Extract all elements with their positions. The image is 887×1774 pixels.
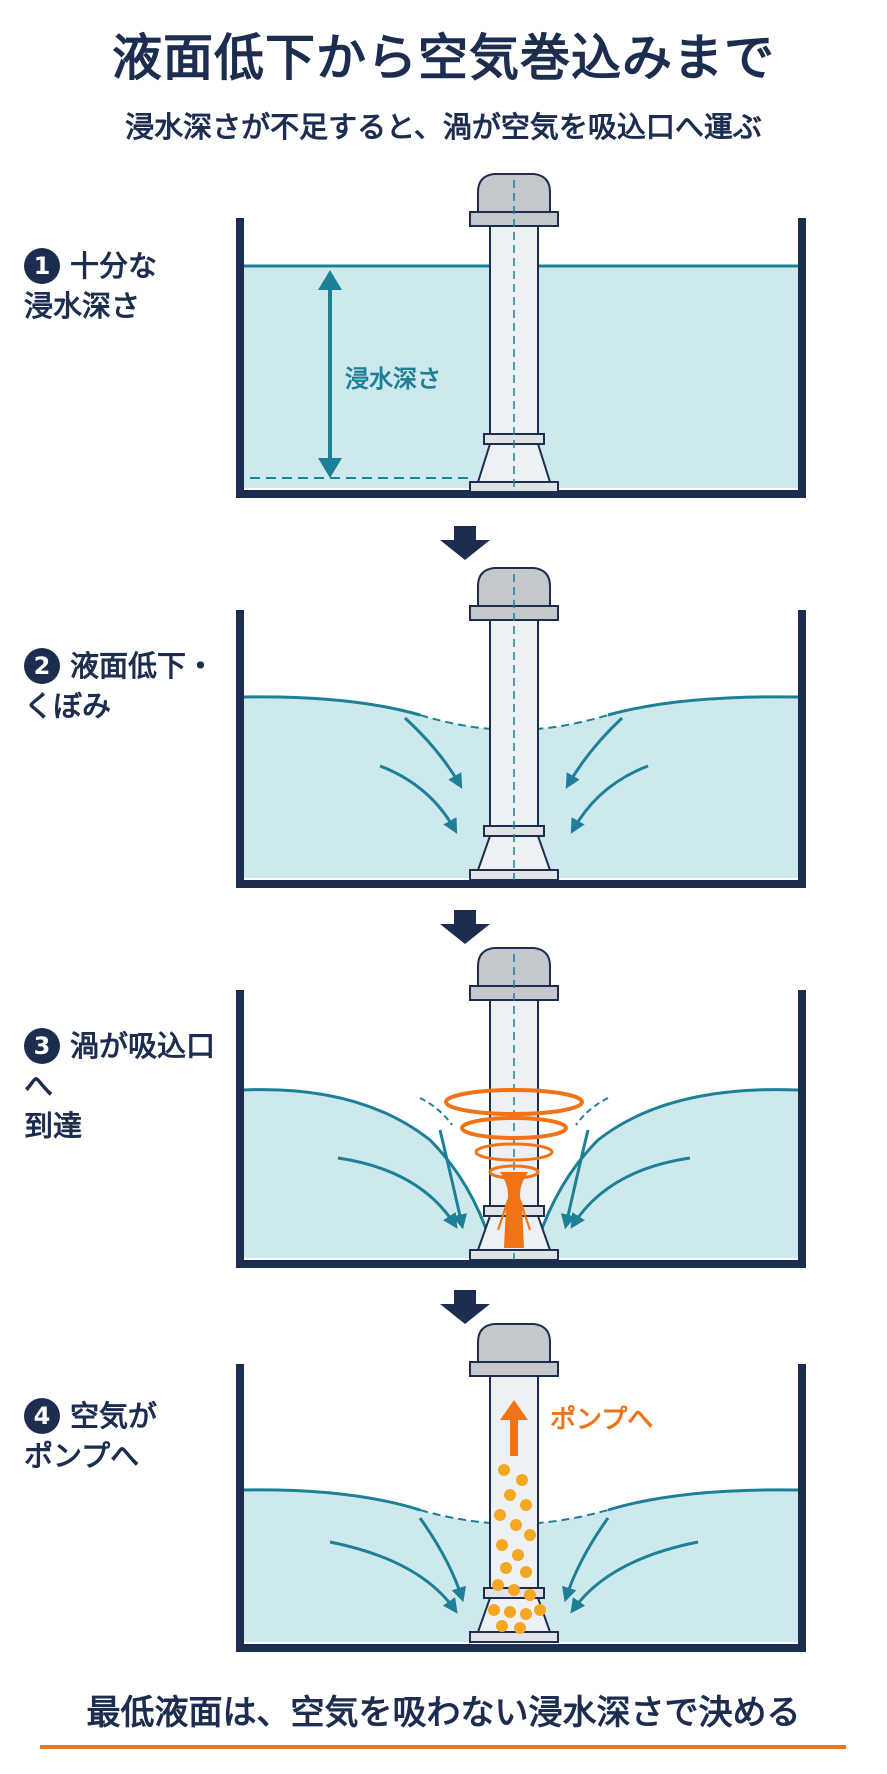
step-1-line2: 浸水深さ bbox=[24, 289, 141, 323]
depth-label: 浸水深さ bbox=[345, 366, 441, 393]
flow-arrow-left-upper bbox=[403, 716, 463, 789]
step-2-line1: 液面低下・ bbox=[70, 649, 216, 683]
flow-arrow-right-lower bbox=[570, 764, 649, 834]
flow-arrow-right-upper bbox=[560, 1129, 590, 1230]
tank-outline bbox=[236, 610, 806, 888]
water-surface bbox=[243, 695, 799, 717]
flow-arrow-left-upper bbox=[418, 1517, 466, 1603]
footer-conclusion: 最低液面は、空気を吸わない浸水深さで決める bbox=[86, 1693, 801, 1733]
step-4-line2: ポンプへ bbox=[24, 1439, 140, 1473]
step-3-number: 3 bbox=[24, 1028, 60, 1064]
down-arrow-1 bbox=[440, 526, 490, 560]
pump-pipe bbox=[469, 567, 559, 881]
air-bubbles bbox=[488, 1464, 546, 1634]
panel-3 bbox=[236, 947, 806, 1268]
step-2-line2: くぼみ bbox=[24, 689, 112, 723]
step-1-line1: 十分な bbox=[70, 249, 158, 283]
footer-underline bbox=[40, 1745, 846, 1749]
step-1-label: 1 十分な 浸水深さ bbox=[24, 246, 224, 326]
page-subtitle: 浸水深さが不足すると、渦が空気を吸込口へ運ぶ bbox=[125, 110, 762, 144]
water-surface bbox=[243, 1488, 799, 1512]
panel-1: 浸水深さ bbox=[236, 173, 806, 498]
step-4-line1: 空気が bbox=[70, 1399, 158, 1433]
flow-arrow-left-lower bbox=[329, 1540, 458, 1614]
air-flow-arrow bbox=[500, 1400, 528, 1456]
panel-4: ポンプへ bbox=[236, 1323, 806, 1652]
step-4-number: 4 bbox=[24, 1398, 60, 1434]
step-2-label: 2 液面低下・ くぼみ bbox=[24, 646, 224, 726]
step-3-line1: 渦が吸込口へ bbox=[24, 1029, 216, 1103]
flow-arrow-left-upper bbox=[438, 1129, 468, 1230]
page-title: 液面低下から空気巻込みまで bbox=[112, 29, 775, 87]
down-arrow-3 bbox=[440, 1290, 490, 1324]
step-1-number: 1 bbox=[24, 248, 60, 284]
panel-2 bbox=[236, 567, 806, 888]
pump-pipe bbox=[469, 173, 559, 493]
vortex bbox=[444, 1088, 584, 1248]
step-3-line2: 到達 bbox=[24, 1109, 83, 1143]
depth-arrow-top-head bbox=[318, 270, 342, 290]
down-arrow-2 bbox=[440, 910, 490, 944]
air-entrainment-dash-left bbox=[419, 1097, 453, 1126]
step-4-label: 4 空気が ポンプへ bbox=[24, 1396, 224, 1476]
tank-outline bbox=[236, 218, 806, 498]
flow-arrow-left-lower bbox=[379, 764, 458, 834]
tank-outline bbox=[236, 990, 806, 1268]
tank-outline bbox=[236, 1364, 806, 1652]
depth-arrow-bottom-head bbox=[318, 458, 342, 478]
pump-pipe bbox=[469, 947, 559, 1261]
water-body bbox=[244, 1089, 798, 1258]
step-2-number: 2 bbox=[24, 648, 60, 684]
flow-arrow-right-upper bbox=[562, 1517, 610, 1603]
flow-arrow-right-lower bbox=[570, 1540, 699, 1614]
flow-arrow-right-lower bbox=[570, 1156, 691, 1229]
flow-arrow-left-lower bbox=[337, 1156, 458, 1229]
to-pump-label: ポンプへ bbox=[550, 1404, 653, 1434]
flow-arrow-right-upper bbox=[565, 716, 624, 789]
air-entrainment-dash-right bbox=[575, 1097, 609, 1126]
water-surface bbox=[243, 1088, 799, 1241]
